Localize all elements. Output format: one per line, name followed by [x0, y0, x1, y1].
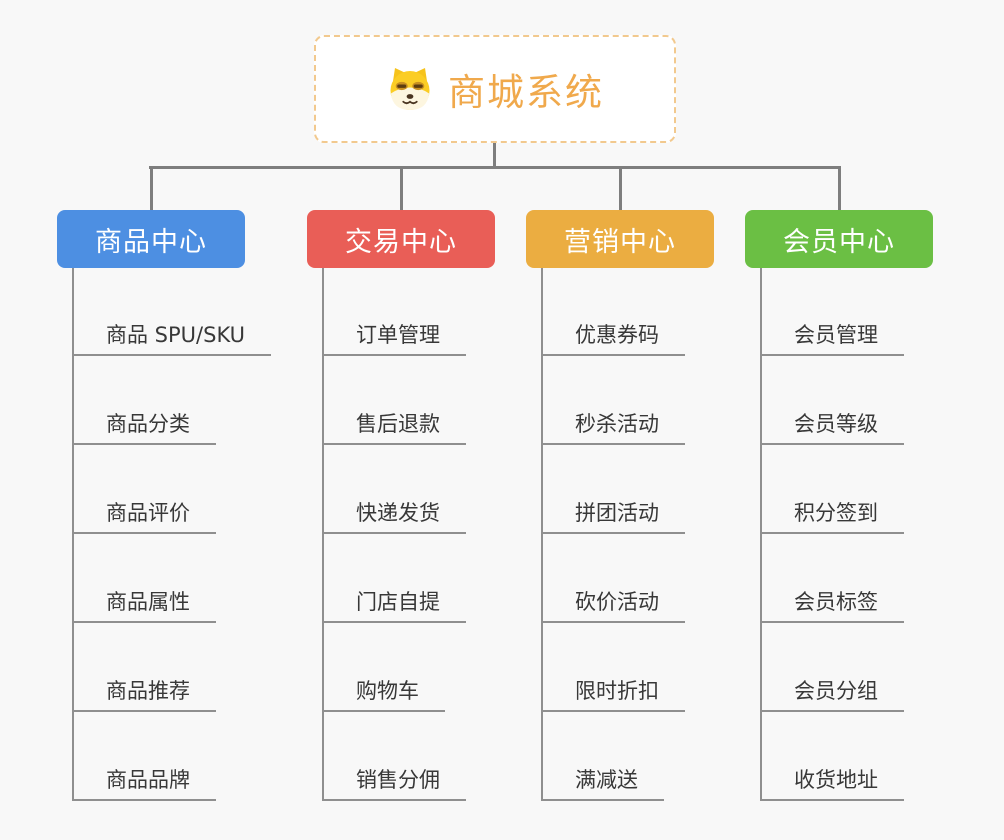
subtopic-node[interactable]: 会员等级: [760, 407, 904, 445]
subtopic-node[interactable]: 门店自提: [322, 585, 466, 623]
connector-branch3-stub: [618, 166, 622, 210]
subtopic-node[interactable]: 商品属性: [72, 585, 216, 623]
branch3-spine-line: [541, 268, 543, 801]
connector-branch1-stub: [149, 166, 153, 210]
branch2-spine-line: [322, 268, 324, 801]
subtopic-node[interactable]: 订单管理: [322, 318, 466, 356]
branch-node-trade-center[interactable]: 交易中心: [307, 210, 495, 268]
root-topic-title: 商城系统: [448, 71, 604, 114]
subtopic-node[interactable]: 限时折扣: [541, 674, 685, 712]
subtopic-node[interactable]: 优惠券码: [541, 318, 685, 356]
branch4-spine-line: [760, 268, 762, 801]
subtopic-node[interactable]: 收货地址: [760, 763, 904, 801]
root-topic-node[interactable]: 商城系统: [314, 35, 676, 143]
subtopic-node[interactable]: 商品评价: [72, 496, 216, 534]
subtopic-node[interactable]: 会员分组: [760, 674, 904, 712]
subtopic-node[interactable]: 会员管理: [760, 318, 904, 356]
subtopic-node[interactable]: 满减送: [541, 763, 664, 801]
subtopic-node[interactable]: 秒杀活动: [541, 407, 685, 445]
connector-branch4-stub: [837, 166, 841, 210]
subtopic-node[interactable]: 拼团活动: [541, 496, 685, 534]
connector-branch2-stub: [399, 166, 403, 210]
subtopic-node[interactable]: 积分签到: [760, 496, 904, 534]
subtopic-node[interactable]: 会员标签: [760, 585, 904, 623]
subtopic-node[interactable]: 快递发货: [322, 496, 466, 534]
connector-trunk-line: [149, 166, 839, 169]
branch1-spine-line: [72, 268, 74, 801]
branch-node-product-center[interactable]: 商品中心: [57, 210, 245, 268]
connector-root-stub: [493, 143, 496, 168]
subtopic-node[interactable]: 销售分佣: [322, 763, 466, 801]
subtopic-node[interactable]: 商品推荐: [72, 674, 216, 712]
branch-node-member-center[interactable]: 会员中心: [745, 210, 933, 268]
branch-node-marketing-center[interactable]: 营销中心: [526, 210, 714, 268]
subtopic-node[interactable]: 售后退款: [322, 407, 466, 445]
subtopic-node[interactable]: 商品 SPU/SKU: [72, 318, 272, 356]
subtopic-node[interactable]: 购物车: [322, 674, 445, 712]
shiba-dog-icon: [390, 68, 430, 110]
subtopic-node[interactable]: 商品品牌: [72, 763, 216, 801]
subtopic-node[interactable]: 砍价活动: [541, 585, 685, 623]
subtopic-node[interactable]: 商品分类: [72, 407, 216, 445]
